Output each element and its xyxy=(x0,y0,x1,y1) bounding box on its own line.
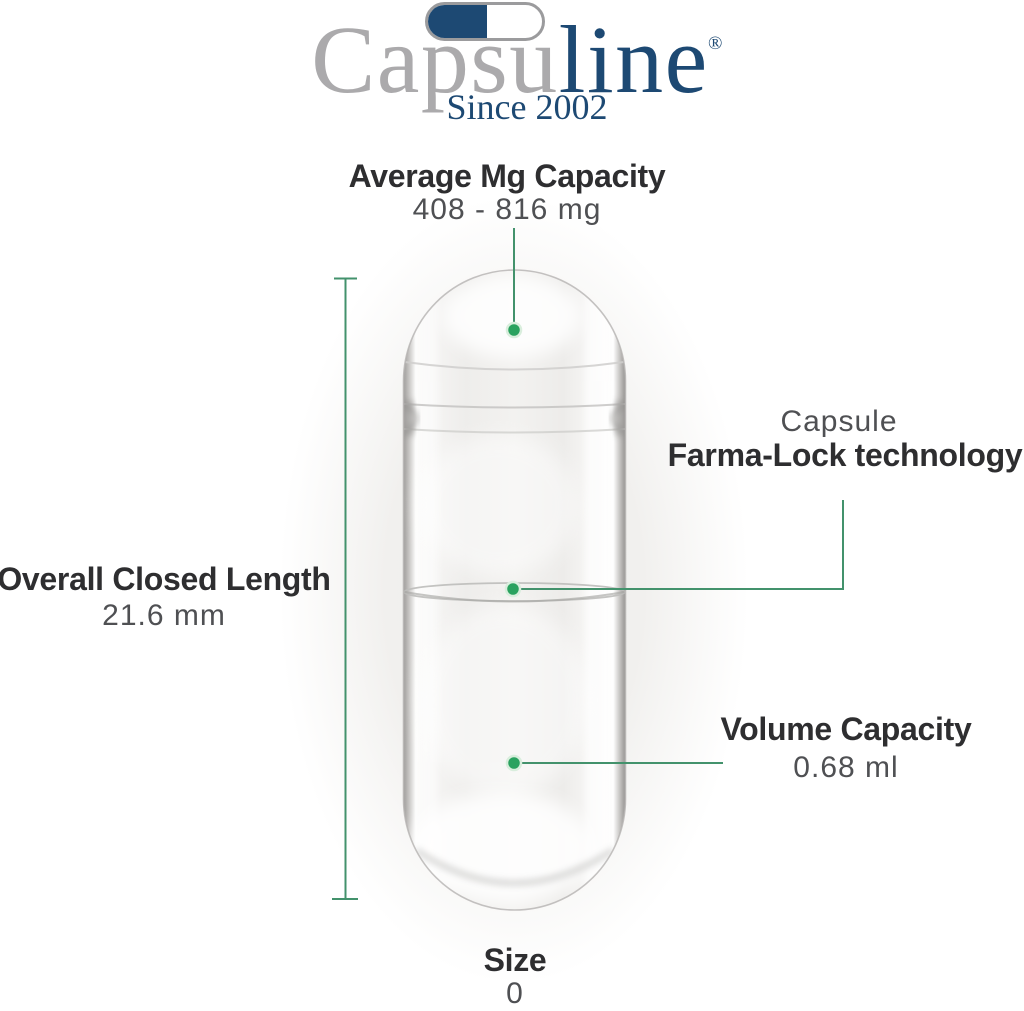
farma-lock-label: Farma-Lock technology xyxy=(667,437,1023,473)
size-annotation: Size 0 xyxy=(484,944,547,1011)
closed-length-label: Overall Closed Length xyxy=(0,561,331,597)
closed-length-annotation: Overall Closed Length 21.6 mm xyxy=(0,563,331,633)
farma-lock-dot xyxy=(504,580,522,598)
brand-name: Capsuline xyxy=(311,12,708,108)
capsule-logo-icon-fill xyxy=(428,5,488,38)
volume-capacity-annotation: Volume Capacity 0.68 ml xyxy=(721,713,972,785)
farma-lock-annotation: Capsule Farma-Lock technology xyxy=(668,405,1023,472)
brand-name-gray: Capsu xyxy=(311,6,559,113)
capsule-logo-icon xyxy=(425,2,545,41)
volume-capacity-value: 0.68 ml xyxy=(793,751,899,784)
volume-dot xyxy=(505,754,523,772)
size-value: 0 xyxy=(506,977,524,1010)
avg-capacity-annotation: Average Mg Capacity 408 - 816 mg xyxy=(349,160,666,227)
avg-capacity-dot xyxy=(505,321,523,339)
farma-lock-pre-label: Capsule xyxy=(780,405,898,438)
length-measure-bracket xyxy=(332,277,358,900)
brand-name-blue: line xyxy=(558,6,709,113)
brand-tagline: Since 2002 xyxy=(446,87,608,127)
size-label: Size xyxy=(483,942,547,978)
volume-capacity-label: Volume Capacity xyxy=(720,711,972,747)
capsule-photo xyxy=(402,269,627,911)
registered-trademark-mark: ® xyxy=(708,33,723,54)
farma-lock-leader-line xyxy=(517,500,844,590)
avg-capacity-value: 408 - 816 mg xyxy=(412,193,602,226)
avg-capacity-label: Average Mg Capacity xyxy=(348,158,666,194)
closed-length-value: 21.6 mm xyxy=(102,599,226,632)
